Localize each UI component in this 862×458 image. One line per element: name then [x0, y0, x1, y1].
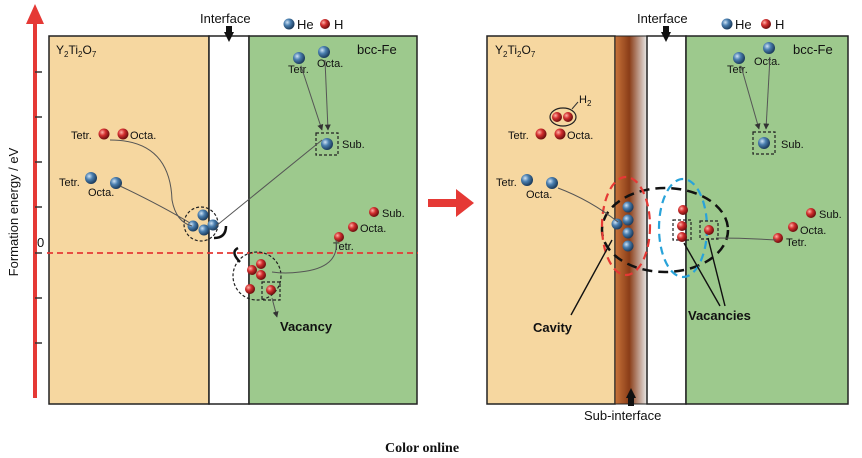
right-h2-molecule — [549, 107, 577, 127]
iron-region — [248, 35, 418, 405]
right-iron-region — [685, 35, 849, 405]
left-h-tetr-label: Tetr. — [71, 130, 92, 142]
right-callout-lines — [570, 237, 726, 316]
right-fe-h-sub-atom — [806, 208, 816, 218]
right-fe-he-tetr-label: Tetr. — [727, 64, 748, 76]
right-iron-label: bcc-Fe — [793, 42, 833, 57]
right-vacancies-cluster — [672, 205, 719, 242]
left-h-tetr-atom — [98, 128, 110, 140]
left-fe-he-tetr-label: Tetr. — [288, 64, 309, 76]
right-h-octa-label: Octa. — [567, 130, 593, 142]
left-panel — [47, 35, 418, 405]
right-legend-he-atom — [721, 18, 733, 30]
right-h2-pointer — [571, 101, 579, 110]
right-fe-he-octa-atom — [763, 42, 775, 54]
left-he-tetr-atom — [85, 172, 97, 184]
right-legend-h-atom — [761, 19, 771, 29]
right-fe-he-sub-label: Sub. — [781, 139, 804, 151]
right-he-octa-atom — [546, 177, 558, 189]
right-fe-h-sub-label: Sub. — [819, 209, 842, 221]
right-h-tetr-atom — [535, 128, 547, 140]
left-he-octa-atom — [110, 177, 122, 189]
subinterface-arrow — [626, 388, 636, 398]
left-fe-he-sub-label: Sub. — [342, 139, 365, 151]
right-panel — [486, 35, 849, 405]
left-vacancy-label: Vacancy — [280, 319, 333, 334]
left-iron-label: bcc-Fe — [357, 42, 397, 57]
subinterface-label: Sub-interface — [584, 408, 661, 423]
left-fe-h-tetr-label: Tetr. — [333, 241, 354, 253]
left-oxide-label: Y2Ti2O7 — [56, 43, 97, 59]
right-fe-he-sub-atom — [758, 137, 770, 149]
left-fe-h-sub-label: Sub. — [382, 208, 405, 220]
right-fe-h-tetr-atom — [773, 233, 783, 243]
right-he-tetr-atom — [521, 174, 533, 186]
left-fe-h-tetr-atom — [334, 232, 344, 242]
right-fe-he-tetr-atom — [733, 52, 745, 64]
left-vacancy-h-cluster — [232, 246, 282, 301]
left-fe-h-sub-atom — [369, 207, 379, 217]
right-he-tetr-label: Tetr. — [496, 177, 517, 189]
left-fe-he-sub-atom — [321, 138, 333, 150]
left-fe-he-octa-atom — [318, 46, 330, 58]
left-legend-h-label: H — [334, 17, 343, 32]
right-oxide-label: Y2Ti2O7 — [495, 43, 536, 59]
left-fe-he-tetr-atom — [293, 52, 305, 64]
right-he-octa-label: Octa. — [526, 189, 552, 201]
left-h-octa-label: Octa. — [130, 130, 156, 142]
right-oxide-region — [486, 35, 616, 405]
right-fe-h-octa-label: Octa. — [800, 225, 826, 237]
right-interface-label: Interface — [637, 11, 688, 26]
left-trajectory-lines — [109, 59, 337, 318]
right-vacancies-label: Vacancies — [688, 308, 751, 323]
right-cavity-cluster — [600, 175, 730, 279]
left-he-octa-label: Octa. — [88, 187, 114, 199]
figure-caption: Color online — [385, 441, 459, 456]
right-interface-arrow — [661, 32, 671, 42]
right-fe-h-octa-atom — [788, 222, 798, 232]
energy-axis — [26, 4, 44, 398]
right-fe-h-tetr-label: Tetr. — [786, 237, 807, 249]
axis-zero-label: 0 — [37, 235, 44, 250]
right-cavity-label: Cavity — [533, 320, 573, 335]
left-fe-he-octa-label: Octa. — [317, 58, 343, 70]
left-legend-he-label: He — [297, 17, 314, 32]
left-interface-label: Interface — [200, 11, 251, 26]
interface-gap — [208, 35, 250, 405]
left-interface-arrow — [224, 32, 234, 42]
left-legend-he-atom — [283, 18, 295, 30]
transition-arrow — [428, 189, 474, 217]
right-fe-he-sub-site — [752, 131, 776, 155]
right-legend-h-label: H — [775, 17, 784, 32]
left-he-tetr-label: Tetr. — [59, 177, 80, 189]
axis-label: Formation energy / eV — [6, 147, 21, 276]
right-h-octa-atom — [554, 128, 566, 140]
right-h-tetr-label: Tetr. — [508, 130, 529, 142]
right-trajectory-lines — [557, 56, 777, 241]
left-fe-h-octa-atom — [348, 222, 358, 232]
left-fe-he-sub-site — [315, 132, 339, 156]
oxide-region — [48, 35, 210, 405]
left-fe-h-octa-label: Octa. — [360, 223, 386, 235]
right-h2-label: H2 — [579, 94, 592, 108]
left-h-octa-atom — [117, 128, 129, 140]
left-legend-h-atom — [320, 19, 330, 29]
right-legend-he-label: He — [735, 17, 752, 32]
right-fe-he-octa-label: Octa. — [754, 56, 780, 68]
